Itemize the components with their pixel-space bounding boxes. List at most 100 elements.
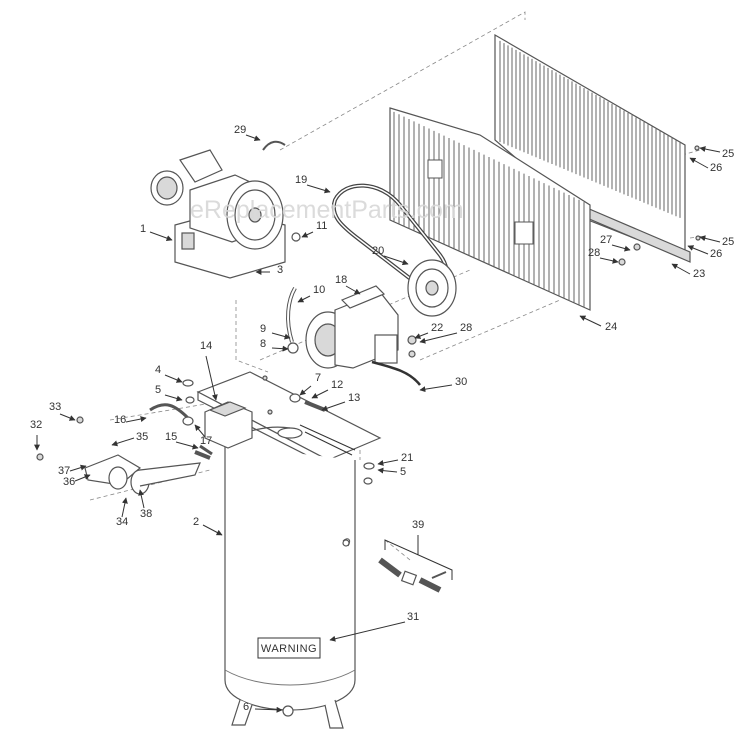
callout-25: 25	[722, 148, 734, 160]
callout-17: 17	[200, 435, 212, 447]
compressor-pump	[150, 149, 286, 279]
callout-34: 34	[116, 516, 128, 528]
callout-15: 15	[165, 431, 177, 443]
callout-28: 28	[588, 247, 600, 259]
callout-2: 2	[193, 516, 199, 528]
leader-arrow-17	[194, 424, 206, 438]
leader-arrow-5	[377, 467, 398, 474]
callout-10: 10	[313, 284, 325, 296]
leader-arrow-23	[671, 263, 691, 275]
callout-35: 35	[136, 431, 148, 443]
leader-arrows	[34, 134, 721, 713]
callout-33: 33	[49, 401, 61, 413]
leader-arrow-15	[175, 441, 199, 450]
leader-arrow-12	[311, 389, 329, 399]
callout-14: 14	[200, 340, 212, 352]
leader-arrow-21	[377, 459, 399, 466]
callout-13: 13	[348, 392, 360, 404]
pressure-switch	[204, 401, 253, 449]
leader-arrow-38	[138, 489, 145, 509]
callout-39: 39	[412, 519, 424, 531]
warning-label-text: WARNING	[261, 643, 317, 655]
callout-25: 25	[722, 236, 734, 248]
leader-arrow-37	[69, 464, 87, 472]
bracket-39	[384, 535, 453, 580]
leader-arrow-8	[271, 345, 289, 352]
callout-32: 32	[30, 419, 42, 431]
leader-arrow-26	[687, 245, 709, 255]
discharge-tube	[286, 232, 301, 354]
leader-arrow-31	[329, 621, 406, 642]
warning-label: WARNING	[257, 637, 321, 659]
callout-6: 6	[243, 701, 249, 713]
electric-motor	[305, 285, 417, 369]
callout-1: 1	[140, 223, 146, 235]
callout-22: 22	[431, 322, 443, 334]
leader-arrow-28	[599, 257, 619, 264]
motor-pulley	[407, 259, 457, 317]
callout-29: 29	[234, 124, 246, 136]
callout-5: 5	[400, 466, 406, 478]
leader-arrow-27	[611, 244, 631, 252]
callout-9: 9	[260, 323, 266, 335]
small-hardware	[36, 140, 701, 717]
regulator-manifold	[84, 403, 211, 495]
callout-numbers: 1234556789101112131415161718192021222324…	[30, 124, 734, 713]
callout-7: 7	[315, 372, 321, 384]
callout-12: 12	[331, 379, 343, 391]
leader-arrow-14	[205, 355, 218, 401]
leader-arrow-7	[299, 385, 312, 396]
callout-38: 38	[140, 508, 152, 520]
callout-19: 19	[295, 174, 307, 186]
leader-arrow-16	[125, 416, 147, 423]
callout-20: 20	[372, 245, 384, 257]
leader-arrow-30	[419, 384, 453, 393]
leader-arrow-6	[254, 706, 283, 713]
callout-24: 24	[605, 321, 617, 333]
belt-guard-rear-panel	[494, 33, 691, 263]
callout-31: 31	[407, 611, 419, 623]
leader-arrow-29	[245, 134, 261, 142]
leader-arrow-28	[419, 332, 458, 344]
callout-27: 27	[600, 234, 612, 246]
watermark: eReplacementParts.com	[190, 196, 464, 224]
leader-arrow-1	[149, 231, 173, 241]
callout-11: 11	[316, 220, 327, 232]
leader-arrow-18	[345, 285, 361, 295]
leader-arrow-26	[689, 157, 709, 169]
callout-26: 26	[710, 248, 722, 260]
callout-18: 18	[335, 274, 347, 286]
leader-arrow-34	[121, 497, 128, 518]
leader-arrow-9	[271, 332, 291, 340]
callout-21: 21	[401, 452, 413, 464]
leader-arrow-10	[297, 295, 311, 303]
callout-8: 8	[260, 338, 266, 350]
leader-arrow-36	[74, 474, 91, 482]
leader-arrow-20	[383, 255, 409, 266]
callout-3: 3	[277, 264, 283, 276]
callout-37: 37	[58, 465, 70, 477]
air-tank	[224, 426, 356, 729]
leader-arrow-33	[59, 413, 76, 421]
callout-4: 4	[155, 364, 161, 376]
callout-23: 23	[693, 268, 705, 280]
callout-26: 26	[710, 162, 722, 174]
drain-valve-assembly	[342, 538, 447, 593]
leader-arrow-22	[414, 332, 429, 339]
callout-5: 5	[155, 384, 161, 396]
callout-30: 30	[455, 376, 467, 388]
leader-arrow-5	[164, 394, 183, 402]
callout-28: 28	[460, 322, 472, 334]
leader-arrow-11	[301, 231, 314, 238]
callout-16: 16	[114, 414, 126, 426]
leader-arrow-25	[699, 146, 721, 153]
leader-arrow-35	[111, 437, 135, 447]
leader-arrow-19	[306, 184, 331, 194]
leader-arrow-13	[321, 401, 346, 412]
leader-arrow-2	[202, 524, 223, 536]
leader-arrow-25	[699, 235, 721, 243]
callout-36: 36	[63, 476, 75, 488]
leader-arrow-4	[164, 374, 183, 383]
